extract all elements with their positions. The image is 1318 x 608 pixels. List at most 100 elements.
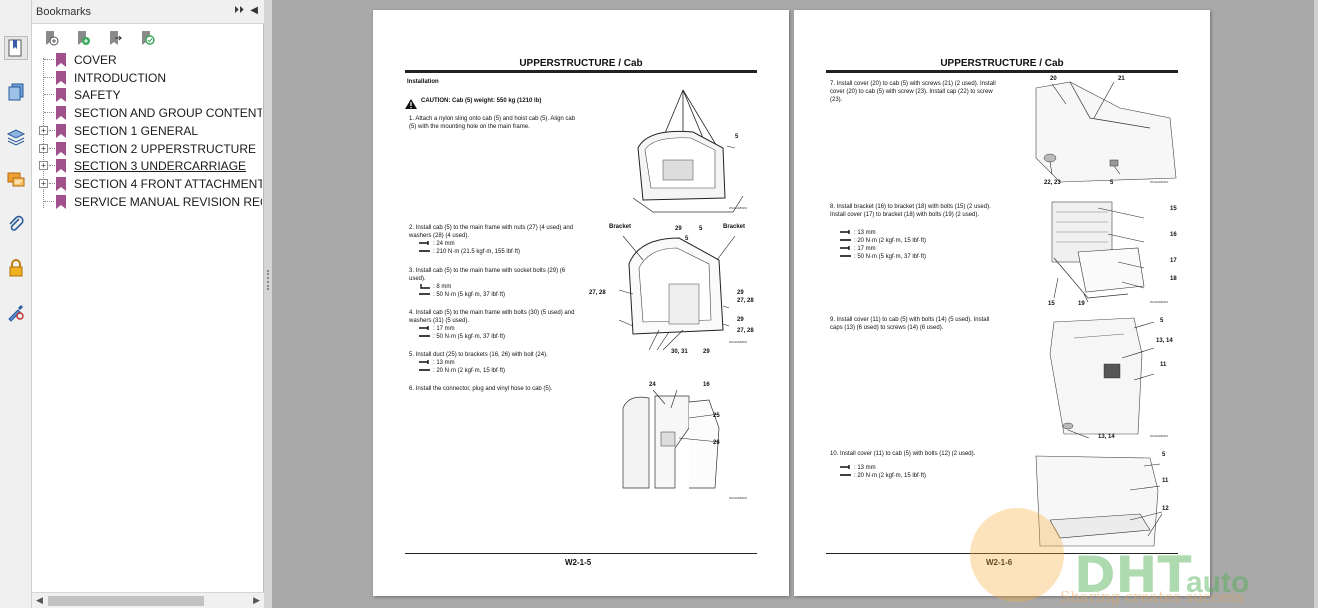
bookmarks-panel: Bookmarks ⏵⏵ ◀ COVER INTRODUCTION SAFETY SE… [32,0,264,608]
bookmark-label[interactable]: SECTION 2 UPPERSTRUCTURE [74,141,257,156]
scroll-left-arrow-icon[interactable]: ◀ [36,595,43,605]
bookmark-label[interactable]: COVER [74,53,117,67]
callout: 29 [737,317,744,323]
step-3: 3. Install cab (5) to the main frame wit… [409,268,566,282]
watermark-tagline: Sharing creates success [1060,588,1245,606]
panel-splitter[interactable] [264,0,272,608]
bookmark-item[interactable]: SECTION AND GROUP CONTENTS [32,104,264,122]
callout: 22, 23 [1044,180,1061,186]
spec-2-wrench: : 24 mm [433,241,455,247]
bookmark-item[interactable]: + SECTION 1 GENERAL [32,122,264,140]
callout: 5 [735,134,739,140]
callout: 27, 28 [737,328,754,334]
layers-icon[interactable] [4,124,28,148]
figure-code: W1ARA8SK0 [1150,180,1169,184]
bookmark-label[interactable]: SECTION 1 GENERAL [74,123,199,138]
step-7: 7. Install cover (20) to cab (5) with sc… [830,81,996,103]
scrollbar-thumb[interactable] [48,596,204,606]
expand-toggle-icon[interactable]: + [39,125,48,135]
callout: 18 [1170,276,1177,282]
expand-panel-button[interactable]: ⏵⏵ [234,5,244,16]
spec-3-torque: : 50 N·m (5 kgf·m, 37 lbf·ft) [433,292,506,298]
cover-11-bolts-figure [1035,455,1163,547]
bookmark-item[interactable]: + SECTION 4 FRONT ATTACHMENT [32,175,264,193]
tree-connector [44,112,54,114]
step-2: 2. Install cab (5) to the main frame wit… [409,225,574,239]
bookmarks-panel-title: Bookmarks [36,6,92,18]
security-lock-icon[interactable] [4,256,28,280]
navigation-tool-strip [0,0,32,608]
bookmark-item[interactable]: + SECTION 2 UPPERSTRUCTURE [32,140,264,158]
spec-8-wrench-a: : 13 mm [854,230,876,236]
step-9: 9. Install cover (11) to cab (5) with bo… [830,317,990,331]
scroll-right-arrow-icon[interactable]: ▶ [253,595,260,605]
callout: 5 [1162,452,1166,458]
callout: 13, 14 [1098,434,1115,440]
callout: 13, 14 [1156,338,1173,344]
caution-icon [405,96,417,114]
bookmarks-horizontal-scrollbar[interactable]: ◀ ▶ [32,592,264,608]
bookmark-item[interactable]: SAFETY [32,86,264,104]
cover-11-figure [1049,317,1155,438]
document-viewport[interactable]: UPPERSTRUCTURE / Cab Installation CAUTIO… [272,0,1318,608]
callout: 16 [1170,232,1177,238]
step-10: 10. Install cover (11) to cab (5) with b… [830,451,976,457]
bookmark-icon [56,70,66,85]
bookmark-item[interactable]: + SECTION 3 UNDERCARRIAGE [32,157,264,175]
callout: 29 [737,290,744,296]
tree-connector [49,147,59,149]
tree-connector [44,76,54,78]
spec-8-torque-b: : 50 N·m (5 kgf·m, 37 lbf·ft) [854,254,927,260]
callout: 27, 28 [737,298,754,304]
wrench-icon [419,326,430,337]
bookmark-icon [56,106,66,121]
bookmark-label[interactable]: SECTION 3 UNDERCARRIAGE [74,159,247,174]
callout: 20 [1050,76,1057,82]
bookmark-options-icon[interactable] [42,29,60,47]
expand-toggle-icon[interactable]: + [39,143,48,153]
collapse-panel-button[interactable]: ◀ [250,5,258,16]
splitter-grip[interactable] [267,270,269,290]
tree-connector [49,165,59,167]
callout: 5 [699,226,703,232]
bookmark-label[interactable]: SECTION AND GROUP CONTENTS [74,106,262,121]
bookmark-icon [56,141,66,156]
spec-10-torque: : 20 N·m (2 kgf·m, 15 lbf·ft) [854,473,927,479]
signatures-icon[interactable] [4,300,28,324]
tree-connector [49,182,59,184]
callout: 5 [1110,180,1114,186]
page-title: UPPERSTRUCTURE / Cab [519,58,643,69]
bookmark-icon [56,159,66,174]
wrench-icon [419,360,430,371]
expand-toggle-icon[interactable]: + [39,161,48,171]
expand-toggle-icon[interactable]: + [39,178,48,188]
bookmark-item[interactable]: INTRODUCTION [32,69,264,87]
document-vertical-scrollbar[interactable] [1314,0,1318,608]
page-w2-1-6: UPPERSTRUCTURE / Cab 7. Install cover (2… [794,10,1210,596]
bookmark-label[interactable]: SAFETY [74,88,121,103]
figure-code: W1ARA8SK0 [729,206,748,210]
spec-4-torque: : 50 N·m (5 kgf·m, 37 lbf·ft) [433,334,506,340]
spec-5-torque: : 20 N·m (2 kgf·m, 15 lbf·ft) [433,368,506,374]
attachments-icon[interactable] [4,212,28,236]
watermark-logo-circle [970,508,1064,602]
bookmark-icon [56,53,66,67]
bookmark-item[interactable]: SERVICE MANUAL REVISION REQU [32,193,264,211]
bookmark-label[interactable]: INTRODUCTION [74,70,166,85]
find-bookmark-icon[interactable] [138,29,156,47]
bookmark-icon [56,88,66,103]
comments-icon[interactable] [4,168,28,192]
callout: 27, 28 [589,290,606,296]
new-bookmark-icon[interactable] [74,29,92,47]
page-thumbnails-icon[interactable] [4,80,28,104]
tree-connector [44,200,54,202]
callout: 29 [675,226,682,232]
bookmark-item[interactable]: COVER [32,51,264,69]
bookmark-label[interactable]: SERVICE MANUAL REVISION REQU [74,194,262,209]
hex-key-icon [419,284,430,295]
figure-code: W1ARA8SK0 [729,340,748,344]
expand-bookmark-icon[interactable] [106,29,124,47]
bookmark-label[interactable]: SECTION 4 FRONT ATTACHMENT [74,176,262,191]
bookmarks-panel-icon[interactable] [4,36,28,60]
cover-20-figure [1035,81,1177,183]
